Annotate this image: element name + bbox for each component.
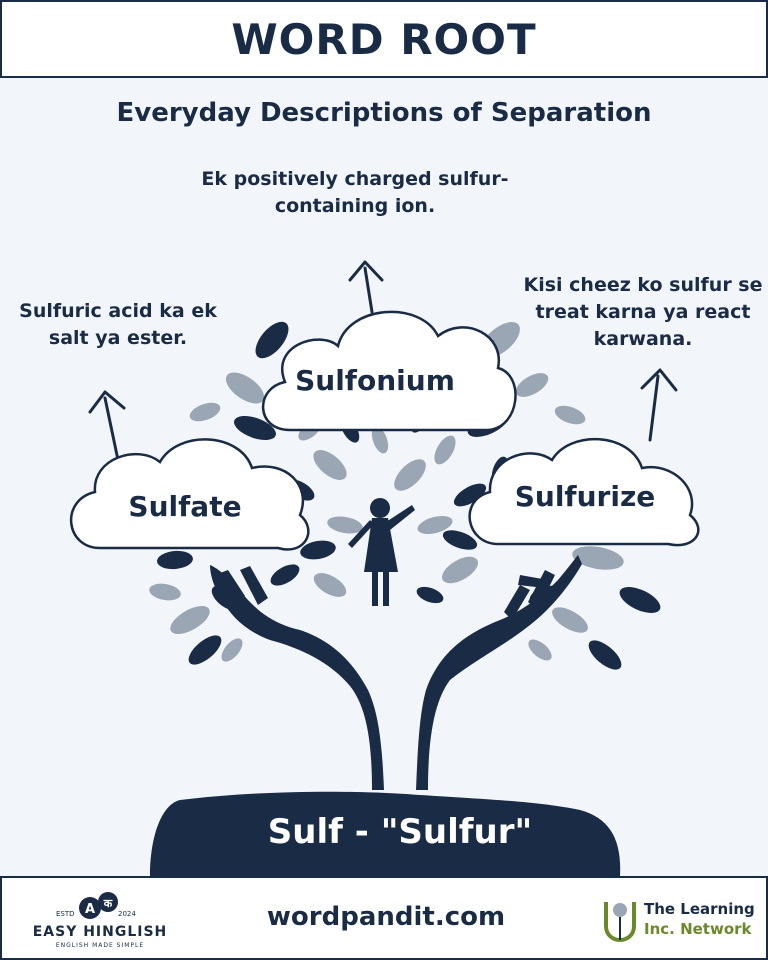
subtitle: Everyday Descriptions of Separation (116, 98, 652, 128)
definition-sulfate: Sulfuric acid ka ek salt ya ester. (19, 300, 217, 349)
cloud-label-sulfurize: Sulfurize (514, 480, 656, 513)
page-title: WORD ROOT (231, 14, 537, 64)
arrow-up-icon (88, 390, 126, 462)
network-name-line2: Inc. Network (644, 920, 752, 938)
brand-name: EASY HINGLISH (32, 924, 168, 940)
root-word: Sulf - "Sulfur" (267, 812, 533, 852)
estd-year: 2024 (118, 910, 136, 918)
arrow-icons (88, 260, 678, 462)
network-name-line1: The Learning (644, 900, 755, 918)
learning-network-logo: The Learning Inc. Network (600, 896, 760, 946)
arrow-up-icon (640, 368, 678, 442)
cloud-label-sulfate: Sulfate (128, 490, 242, 523)
child-silhouette (348, 498, 415, 606)
header-bar: WORD ROOT (0, 0, 768, 78)
badge-a: A (85, 902, 95, 917)
easy-hinglish-logo: A क ESTD 2024 EASY HINGLISH ENGLISH MADE… (30, 888, 170, 954)
arrow-up-icon (348, 260, 384, 314)
estd-label: ESTD (56, 910, 75, 918)
leaf-group-gray (149, 322, 624, 662)
cloud-right (468, 438, 700, 547)
definition-sulfurize: Kisi cheez ko sulfur se treat karna ya r… (523, 274, 763, 350)
tree-trunk-hands (210, 555, 582, 790)
ground-mound (150, 791, 621, 876)
tree-logo-icon (604, 902, 636, 943)
site-link[interactable]: wordpandit.com (266, 902, 506, 932)
cloud-top (261, 310, 517, 432)
speech-bubble-icon: A क (79, 892, 118, 919)
cloud-shapes (69, 310, 700, 551)
tree-illustration (69, 260, 700, 876)
badge-k: क (103, 897, 113, 910)
footer-bar: A क ESTD 2024 EASY HINGLISH ENGLISH MADE… (0, 876, 768, 960)
definition-sulfonium: Ek positively charged sulfur-containing … (201, 168, 509, 217)
brand-tagline: ENGLISH MADE SIMPLE (55, 942, 145, 949)
cloud-label-sulfonium: Sulfonium (295, 364, 455, 397)
cloud-left (69, 438, 310, 551)
